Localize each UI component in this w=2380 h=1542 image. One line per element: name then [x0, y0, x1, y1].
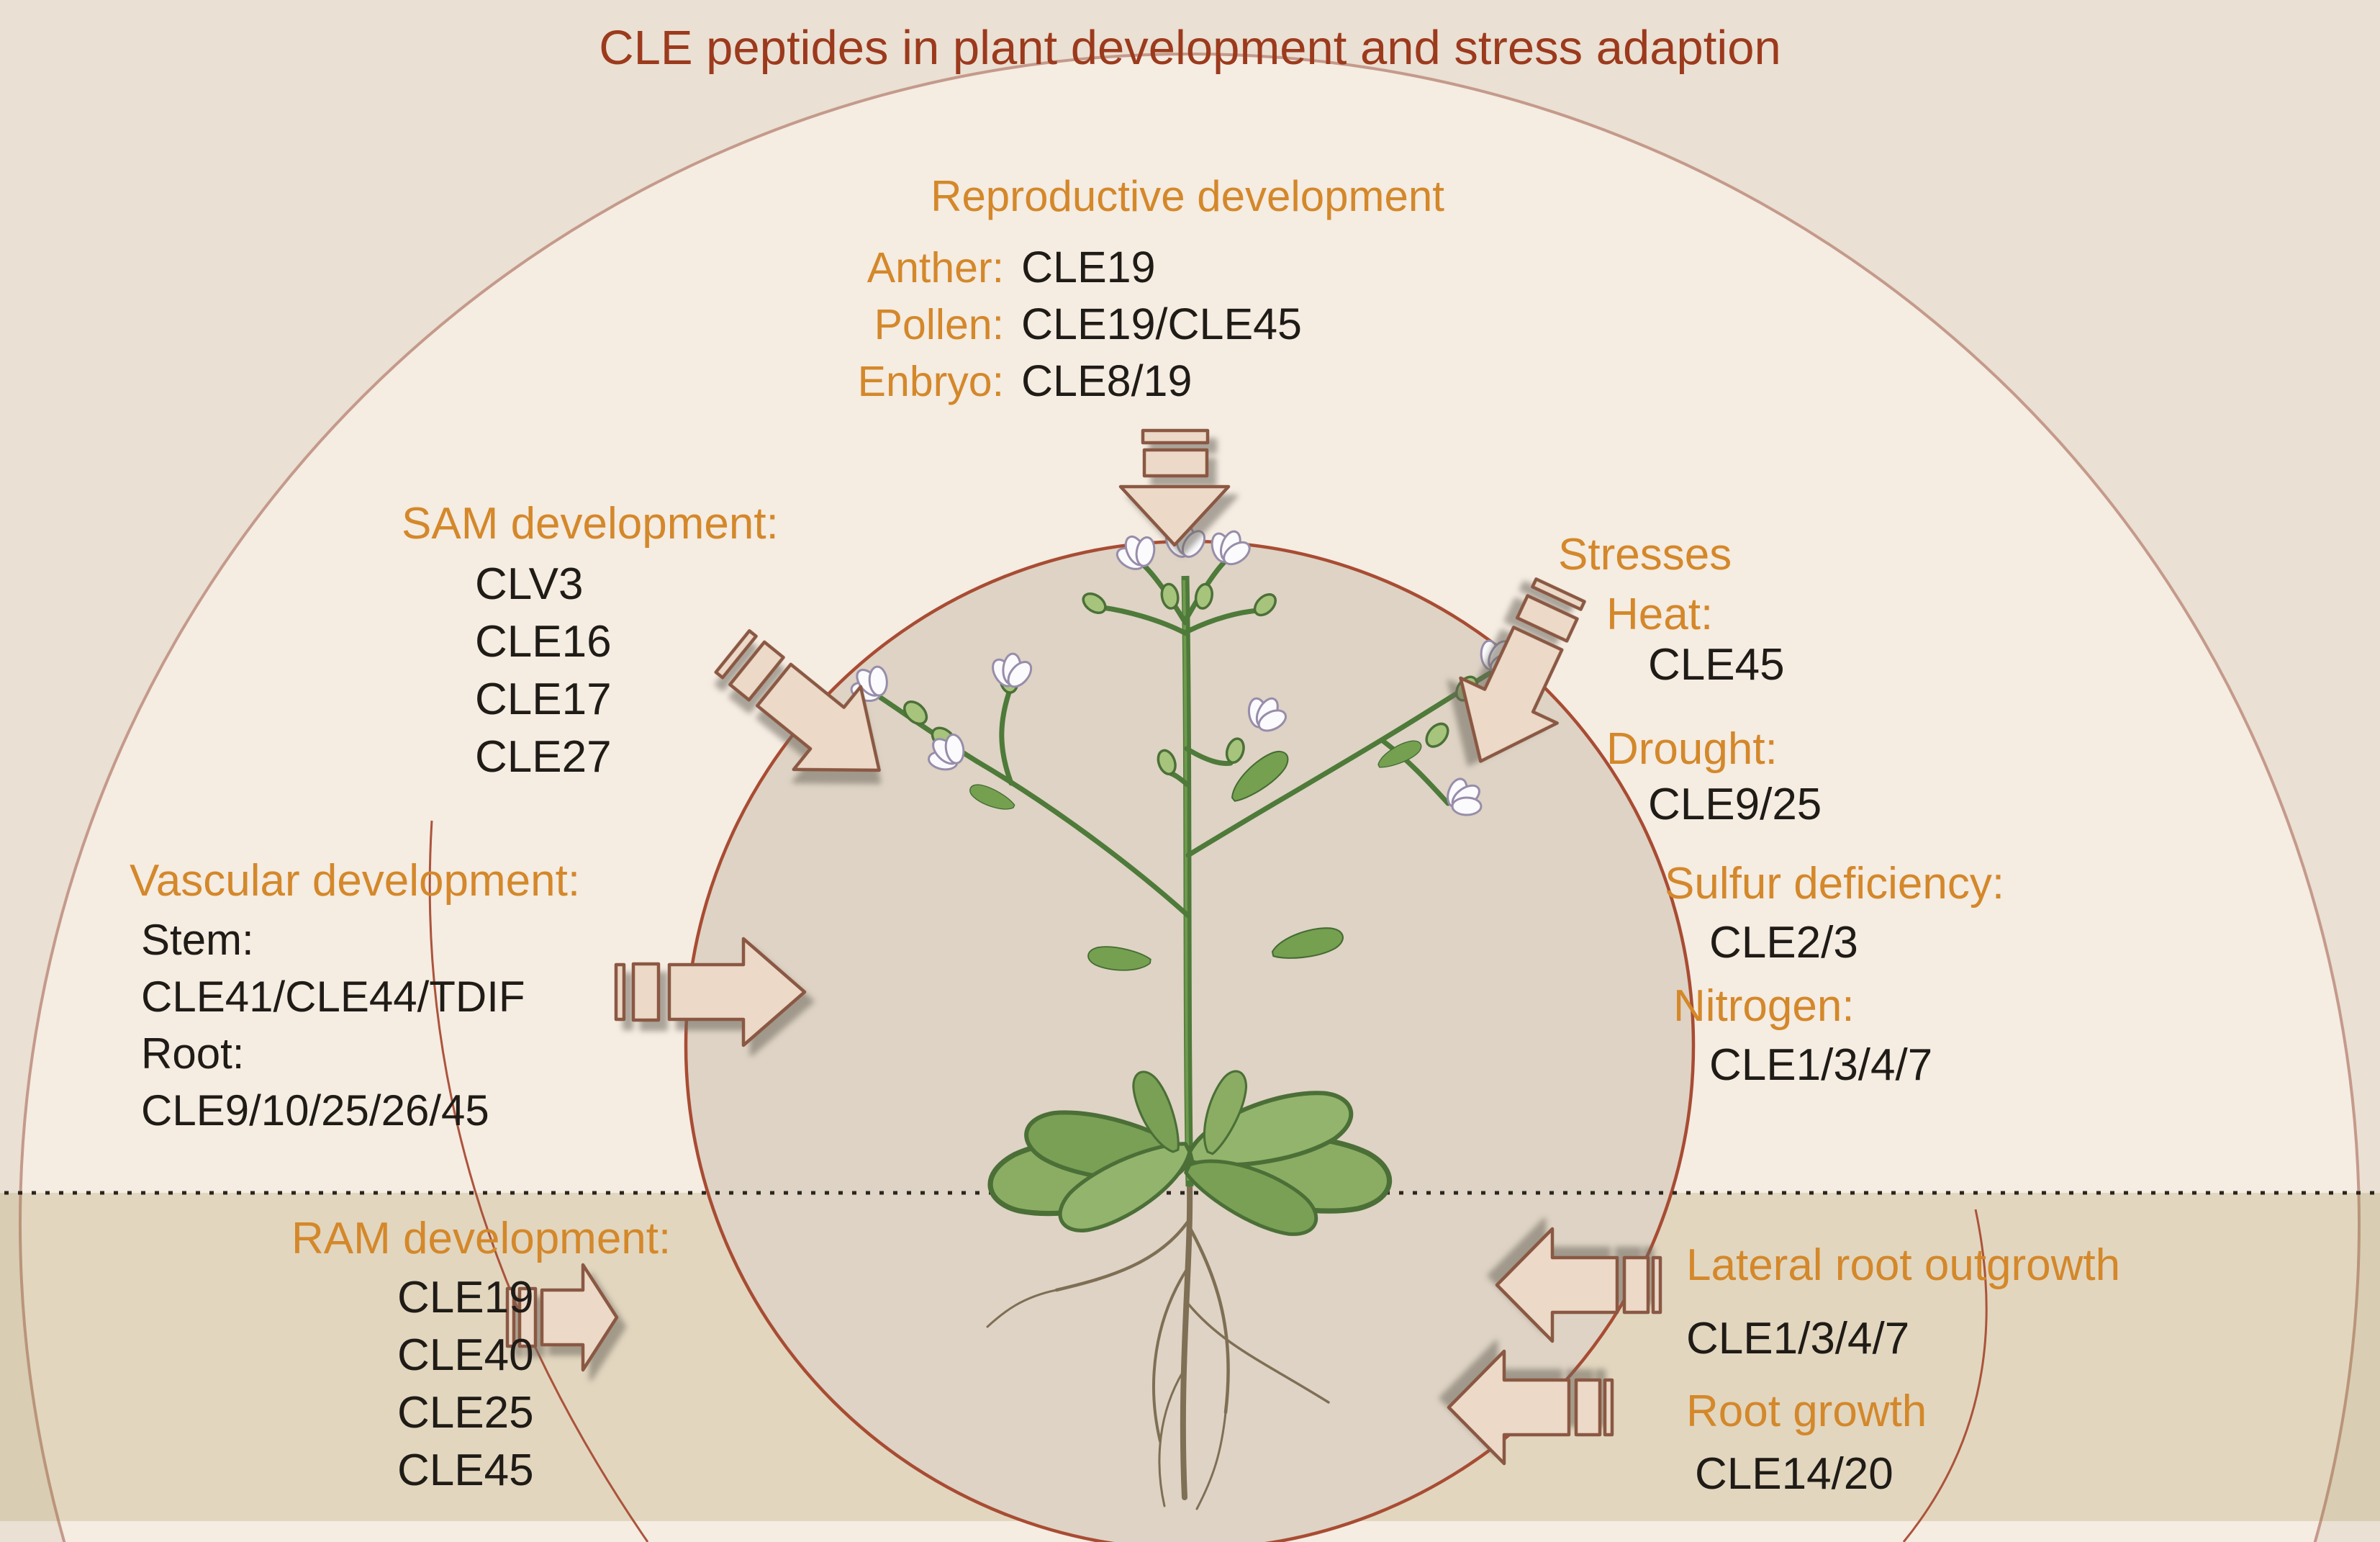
cauline-leaves	[969, 740, 1422, 971]
sam-header: SAM development:	[402, 499, 779, 549]
reproductive-row-value: CLE19	[1021, 243, 1156, 292]
sam-item: CLV3	[475, 559, 584, 609]
vascular-list: Stem: CLE41/CLE44/TDIF Root: CLE9/10/25/…	[141, 911, 525, 1139]
arrow-stresses-icon	[1459, 577, 1586, 763]
reproductive-row-label: Enbryo:	[857, 358, 1004, 405]
figure-title: CLE peptides in plant development and st…	[599, 21, 1781, 75]
lateral-root-value: CLE1/3/4/7	[1686, 1314, 1910, 1363]
sam-item: CLE27	[475, 732, 612, 782]
reproductive-row: Anther: CLE19	[788, 242, 1302, 299]
nitrogen-label: Nitrogen:	[1673, 981, 1855, 1031]
sam-item: CLE16	[475, 617, 612, 667]
ram-list: CLE19 CLE40 CLE25 CLE45	[397, 1269, 534, 1500]
reproductive-row: Pollen: CLE19/CLE45	[788, 299, 1302, 356]
arrow-lateral-root-icon	[1495, 1227, 1662, 1343]
arrow-ram-icon	[505, 1263, 619, 1372]
plant-illustration	[850, 523, 1519, 1510]
root-growth-value: CLE14/20	[1695, 1449, 1893, 1499]
stress-drought-value: CLE9/25	[1648, 780, 1822, 829]
reproductive-row-label: Anther:	[867, 244, 1004, 292]
left-arc	[428, 820, 649, 1542]
ram-item: CLE40	[397, 1330, 534, 1380]
rosette-leaves	[987, 1070, 1393, 1236]
sam-list: CLV3 CLE16 CLE17 CLE27	[475, 556, 612, 786]
reproductive-rows: Anther: CLE19 Pollen: CLE19/CLE45 Enbryo…	[788, 242, 1302, 412]
vascular-header: Vascular development:	[130, 856, 581, 906]
plant-stem-highlight	[1182, 580, 1190, 1181]
reproductive-row-value: CLE8/19	[1021, 356, 1193, 405]
stress-drought-label: Drought:	[1606, 724, 1778, 774]
ram-item: CLE25	[397, 1388, 534, 1438]
reproductive-header: Reproductive development	[931, 172, 1444, 220]
plant-branches	[877, 559, 1494, 919]
ram-header: RAM development:	[291, 1214, 671, 1263]
sam-item: CLE17	[475, 675, 612, 724]
reproductive-row: Enbryo: CLE8/19	[788, 356, 1302, 412]
lateral-root-label: Lateral root outgrowth	[1686, 1240, 2121, 1290]
stress-heat-label: Heat:	[1606, 590, 1714, 639]
arrow-vascular-icon	[614, 937, 807, 1047]
stress-heat-value: CLE45	[1648, 640, 1785, 690]
vascular-item: CLE9/10/25/26/45	[141, 1086, 489, 1135]
ram-item: CLE45	[397, 1446, 534, 1495]
arrow-sam-icon	[714, 628, 881, 772]
root-growth-label: Root growth	[1686, 1387, 1927, 1436]
reproductive-row-value: CLE19/CLE45	[1021, 299, 1302, 348]
vascular-item: Stem:	[141, 916, 254, 964]
arrow-root-growth-icon	[1447, 1349, 1614, 1466]
sulfur-value: CLE2/3	[1709, 918, 1858, 968]
stresses-header: Stresses	[1558, 530, 1732, 580]
arrow-reproductive-icon	[1118, 428, 1231, 547]
sulfur-label: Sulfur deficiency:	[1665, 859, 2005, 908]
nitrogen-value: CLE1/3/4/7	[1709, 1040, 1933, 1090]
reproductive-row-label: Pollen:	[874, 301, 1004, 348]
right-arc	[1902, 1209, 1988, 1542]
vascular-item: CLE41/CLE44/TDIF	[141, 973, 525, 1021]
ram-item: CLE19	[397, 1273, 534, 1322]
vascular-item: Root:	[141, 1029, 245, 1078]
plant-roots	[986, 1181, 1330, 1510]
